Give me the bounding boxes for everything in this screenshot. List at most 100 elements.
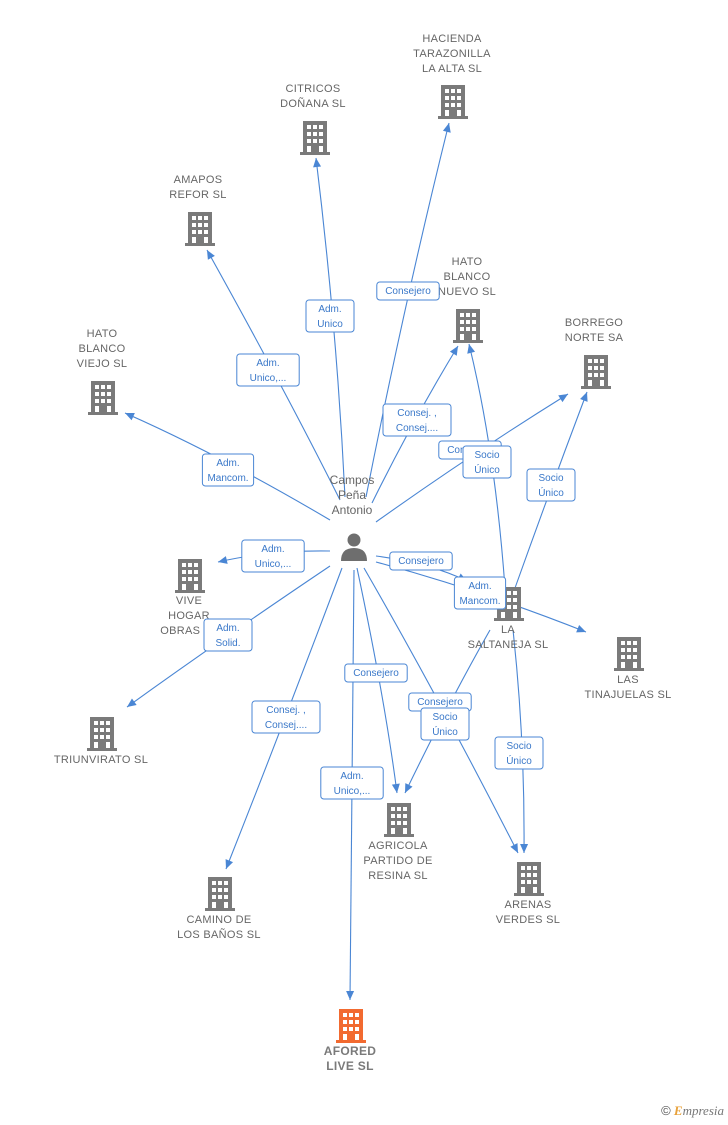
edge-label-text: Consejero	[353, 668, 399, 679]
company-name-line: ARENAS	[504, 899, 551, 911]
company-name-line: CITRICOS	[286, 83, 341, 95]
company-node-arenas[interactable]: ARENAS VERDES SL	[496, 862, 560, 926]
edge-label-text: Solid.	[215, 638, 240, 649]
edge-label-text: Consejero	[417, 697, 463, 708]
building-icon	[453, 309, 483, 343]
company-name-line: VERDES SL	[496, 914, 560, 926]
edge-label-text: Único	[474, 463, 500, 476]
edge-label-box	[241, 539, 305, 573]
edge-label-text: Consej. ,	[266, 705, 305, 716]
edge-label[interactable]: Adm.Mancom.	[453, 576, 507, 610]
edge-label[interactable]: Adm.Unico,...	[236, 353, 300, 387]
brand-name: mpresia	[682, 1103, 724, 1118]
edge-label-text: Adm.	[340, 771, 363, 782]
company-name-line: LAS	[617, 674, 639, 686]
company-node-triunvirato[interactable]: TRIUNVIRATO SL	[54, 717, 148, 766]
edge-label[interactable]: Consej. , Consej....	[251, 700, 321, 734]
edge-label-text: Adm.	[468, 581, 491, 592]
building-icon	[336, 1009, 366, 1043]
arrow-head-icon	[313, 158, 322, 168]
company-name-line: RESINA SL	[368, 870, 428, 882]
person-icon	[341, 533, 367, 561]
edge-label-box	[251, 700, 321, 734]
edge-label[interactable]: Adm. Mancom.	[201, 453, 255, 487]
edge-label-box	[453, 576, 507, 610]
arrow-head-icon	[391, 783, 400, 793]
building-icon	[438, 85, 468, 119]
edge-label[interactable]: Consejero	[376, 281, 440, 301]
edge-label-text: Consejero	[385, 286, 431, 297]
edge-label-text: Único	[432, 725, 458, 738]
copyright-icon: ©	[661, 1103, 671, 1118]
arrow-head-icon	[225, 859, 234, 869]
arrow-head-icon	[125, 412, 135, 421]
edge-label-text: Adm.	[261, 544, 284, 555]
edge-label[interactable]: Adm. Solid.	[203, 618, 253, 652]
edge-label-text: Consej....	[396, 423, 438, 434]
company-node-tinajuelas[interactable]: LAS TINAJUELAS SL	[584, 637, 671, 701]
edge-label-text: Socio	[432, 712, 457, 723]
edge-line	[365, 122, 450, 498]
edge-label-box	[526, 468, 576, 502]
company-name-line: HOGAR	[168, 610, 210, 622]
edge-label-text: Unico,...	[334, 786, 371, 797]
company-name-line: HATO	[87, 328, 118, 340]
brand-initial: E	[673, 1103, 683, 1118]
person-name-line: Antonio	[332, 503, 373, 517]
edge-label-box	[494, 736, 544, 770]
edge-label-box	[376, 281, 440, 301]
edge-label-text: Unico	[317, 319, 343, 330]
edge-label[interactable]: Consej. ,Consej....	[382, 403, 452, 437]
edge-label-text: Mancom.	[207, 473, 248, 484]
edge-label-text: Socio	[474, 450, 499, 461]
edge-label-box	[203, 618, 253, 652]
company-name-line: TRIUNVIRATO SL	[54, 754, 148, 766]
edge-label-box	[236, 353, 300, 387]
building-icon	[87, 717, 117, 751]
edge-label[interactable]: Consejero	[389, 551, 453, 571]
edge-label-box	[420, 707, 470, 741]
building-icon	[581, 355, 611, 389]
company-name-line: VIEJO SL	[77, 358, 128, 370]
edge-label[interactable]: Adm. Unico	[305, 299, 355, 333]
edge-label[interactable]: Adm.Unico,...	[241, 539, 305, 573]
edge-label-text: Consejero	[398, 556, 444, 567]
company-name-line: TINAJUELAS SL	[584, 689, 671, 701]
edge-label[interactable]: Adm. Unico,...	[320, 766, 384, 800]
arrow-head-icon	[442, 123, 451, 133]
edge-label-box	[201, 453, 255, 487]
building-icon	[185, 212, 215, 246]
company-name-line: LOS BAÑOS SL	[177, 928, 261, 941]
edge-label[interactable]: Consejero	[344, 663, 408, 683]
edge-label-text: Adm.	[318, 304, 341, 315]
arrow-head-icon	[520, 843, 529, 853]
edge-label-text: Adm.	[216, 458, 239, 469]
copyright-footer: © Empresia	[661, 1103, 724, 1119]
edge-label-text: Consej....	[265, 720, 307, 731]
company-name-line: NUEVO SL	[438, 286, 496, 298]
company-name-line: SALTANEJA SL	[468, 639, 549, 651]
arrow-head-icon	[558, 394, 568, 403]
arrow-head-icon	[467, 344, 476, 354]
edge-label-box	[462, 445, 512, 479]
edge-label-text: Adm.	[216, 623, 239, 634]
company-name-line: LA ALTA SL	[422, 63, 482, 75]
arrow-head-icon	[346, 990, 355, 1000]
